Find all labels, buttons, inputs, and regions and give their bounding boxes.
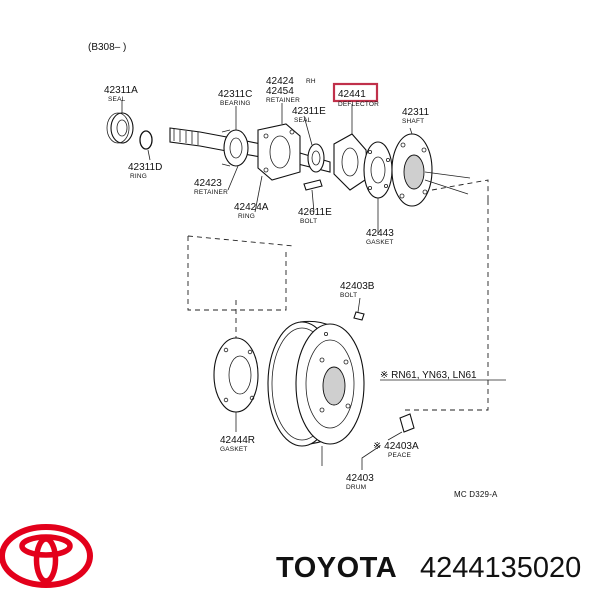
axle-shaft-drawing bbox=[169, 127, 331, 173]
label-42611e-name: BOLT bbox=[300, 218, 317, 225]
gasket-42444r-drawing bbox=[213, 337, 259, 413]
label-42443-name: GASKET bbox=[366, 239, 394, 246]
highlight-box-42441 bbox=[332, 82, 379, 103]
toyota-logo bbox=[0, 524, 93, 588]
label-42403a-number: ※ 42403A bbox=[373, 441, 419, 452]
label-42403-name: DRUM bbox=[346, 484, 366, 491]
label-42454-name: RETAINER bbox=[266, 97, 300, 104]
label-42424a-name: RING bbox=[238, 213, 255, 220]
seal-42311e-drawing bbox=[307, 143, 325, 173]
gasket-42443-drawing bbox=[363, 141, 393, 199]
group-outline-top bbox=[187, 235, 295, 247]
piece-42403a-drawing bbox=[399, 413, 415, 433]
label-42441-number: 42441 bbox=[338, 89, 366, 100]
assembly-guide-line bbox=[431, 179, 489, 200]
label-42403a-name: PEACE bbox=[388, 452, 412, 459]
brand-name: TOYOTA bbox=[276, 552, 398, 584]
label-42611e-number: 42611E bbox=[298, 207, 332, 218]
label-42311d-number: 42311D bbox=[128, 162, 162, 173]
header-code: (B308– ) bbox=[88, 42, 126, 53]
label-42444r-number: 42444R bbox=[220, 435, 255, 446]
ring-42311d-drawing bbox=[139, 130, 153, 150]
label-42311a-number: 42311A bbox=[104, 85, 138, 96]
label-42441-name: DEFLECTOR bbox=[338, 101, 379, 108]
brake-drum-42403-drawing bbox=[267, 320, 365, 447]
leader-lines-upper bbox=[121, 100, 413, 234]
retainer-42454-drawing bbox=[257, 123, 301, 181]
label-42311-number: 42311 bbox=[402, 107, 430, 118]
label-42424-number: 42424 bbox=[266, 76, 294, 87]
label-42311c-number: 42311C bbox=[218, 89, 252, 100]
bearing-42311c-drawing bbox=[221, 129, 249, 167]
label-42311a-name: SEAL bbox=[108, 96, 126, 103]
label-42311d-name: RING bbox=[130, 173, 147, 180]
label-42424a-number: 42424A bbox=[234, 202, 269, 213]
label-42443-number: 42443 bbox=[366, 228, 394, 239]
label-42444r-name: GASKET bbox=[220, 446, 248, 453]
bolt-42611e-drawing bbox=[303, 179, 323, 191]
label-42454-number: 42454 bbox=[266, 86, 294, 97]
group-outline-left bbox=[187, 236, 287, 311]
group-outline-right bbox=[402, 200, 489, 411]
reference-code: MC D329-A bbox=[454, 490, 498, 499]
label-42424-name: RH bbox=[306, 78, 316, 85]
bolt-42403b-drawing bbox=[353, 311, 365, 321]
leader-lines-lower bbox=[235, 297, 403, 470]
label-42423-number: 42423 bbox=[194, 178, 222, 189]
label-42311c-name: BEARING bbox=[220, 100, 251, 107]
shaft-flange-42311-drawing bbox=[391, 133, 471, 207]
seal-42311a-drawing bbox=[106, 112, 134, 144]
applicability-note: ※ RN61, YN63, LN61 bbox=[380, 370, 477, 381]
label-42403-number: 42403 bbox=[346, 473, 374, 484]
part-number: 4244135020 bbox=[420, 552, 582, 584]
label-42311e-name: SEAL bbox=[294, 117, 312, 124]
label-42311e-number: 42311E bbox=[292, 106, 326, 117]
label-42423-name: RETAINER bbox=[194, 189, 228, 196]
label-42403b-name: BOLT bbox=[340, 292, 357, 299]
label-42311-name: SHAFT bbox=[402, 118, 424, 125]
label-42403b-number: 42403B bbox=[340, 281, 375, 292]
deflector-42441-drawing bbox=[333, 133, 369, 191]
